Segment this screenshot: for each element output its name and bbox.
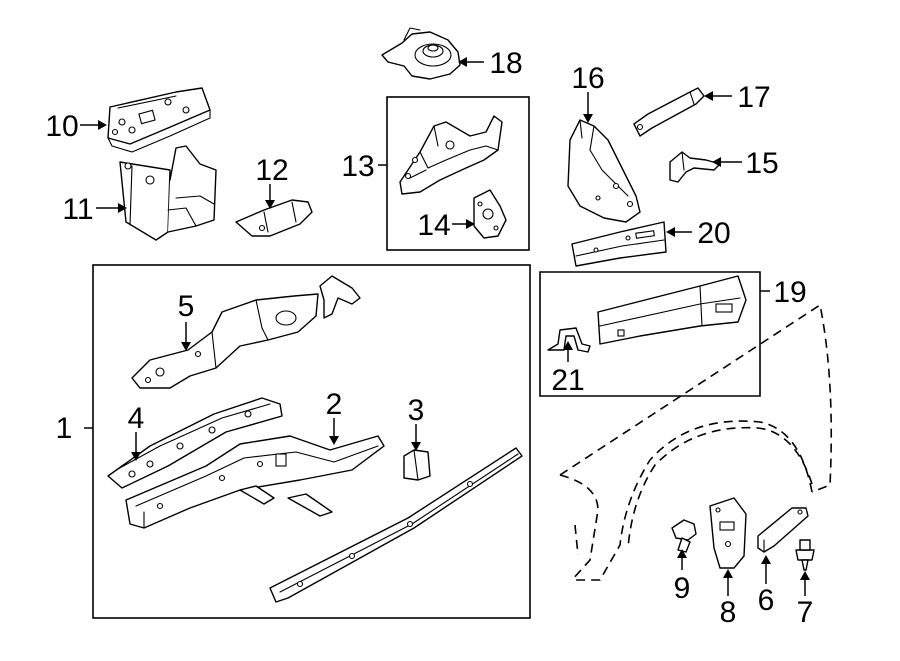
- part-9-bolt: [671, 519, 697, 553]
- part-12-bracket: [235, 199, 313, 237]
- callout-19: 19: [773, 276, 806, 309]
- part-7-push-pin: [795, 539, 815, 571]
- part-11-bracket: [119, 145, 217, 241]
- callout-15: 15: [745, 147, 778, 180]
- callout-6: 6: [758, 584, 775, 617]
- part-19-rail: [597, 275, 747, 345]
- callout-21: 21: [551, 364, 584, 397]
- part-5-upper-rail: [131, 275, 361, 389]
- rocker-rail: [269, 447, 523, 603]
- callout-16: 16: [571, 62, 604, 95]
- callout-8: 8: [720, 596, 737, 629]
- callout-5: 5: [178, 290, 195, 323]
- fender-outline: [559, 303, 833, 581]
- part-13-wheelhouse: [399, 115, 503, 195]
- part-18-strut-mount: [381, 27, 461, 80]
- group-box-13: [386, 96, 530, 251]
- callout-20: 20: [697, 217, 730, 250]
- callout-10: 10: [45, 110, 78, 143]
- part-21-clip: [547, 327, 591, 353]
- part-8-bracket: [709, 497, 747, 569]
- callout-11: 11: [62, 193, 93, 226]
- part-17-brace: [633, 87, 705, 137]
- callout-13: 13: [341, 150, 374, 183]
- callout-9: 9: [674, 572, 691, 605]
- callout-14: 14: [417, 209, 450, 242]
- part-6-bracket: [757, 507, 809, 553]
- part-14-plate: [473, 189, 507, 239]
- part-15-bracket: [669, 151, 721, 183]
- callout-1: 1: [56, 412, 73, 445]
- group-box-1: [92, 264, 531, 619]
- part-16-apron: [567, 119, 641, 223]
- leaders: [80, 57, 810, 596]
- part-20-rail: [571, 221, 667, 267]
- part-4-inner-rail: [107, 397, 283, 489]
- callout-2: 2: [326, 388, 343, 421]
- group-box-19: [539, 271, 761, 397]
- callout-12: 12: [255, 154, 288, 187]
- callout-7: 7: [797, 596, 814, 629]
- part-10-bracket: [107, 87, 211, 153]
- callout-18: 18: [489, 47, 522, 80]
- callout-17: 17: [737, 81, 770, 114]
- part-3-bracket: [403, 449, 431, 481]
- callout-3: 3: [408, 394, 425, 427]
- callout-labels: 1 2 3 4 5 6 7 8 9 10 11 12 13 14 15 16 1…: [45, 47, 813, 629]
- part-2-frame-rail: [125, 435, 385, 529]
- callout-4: 4: [128, 402, 145, 435]
